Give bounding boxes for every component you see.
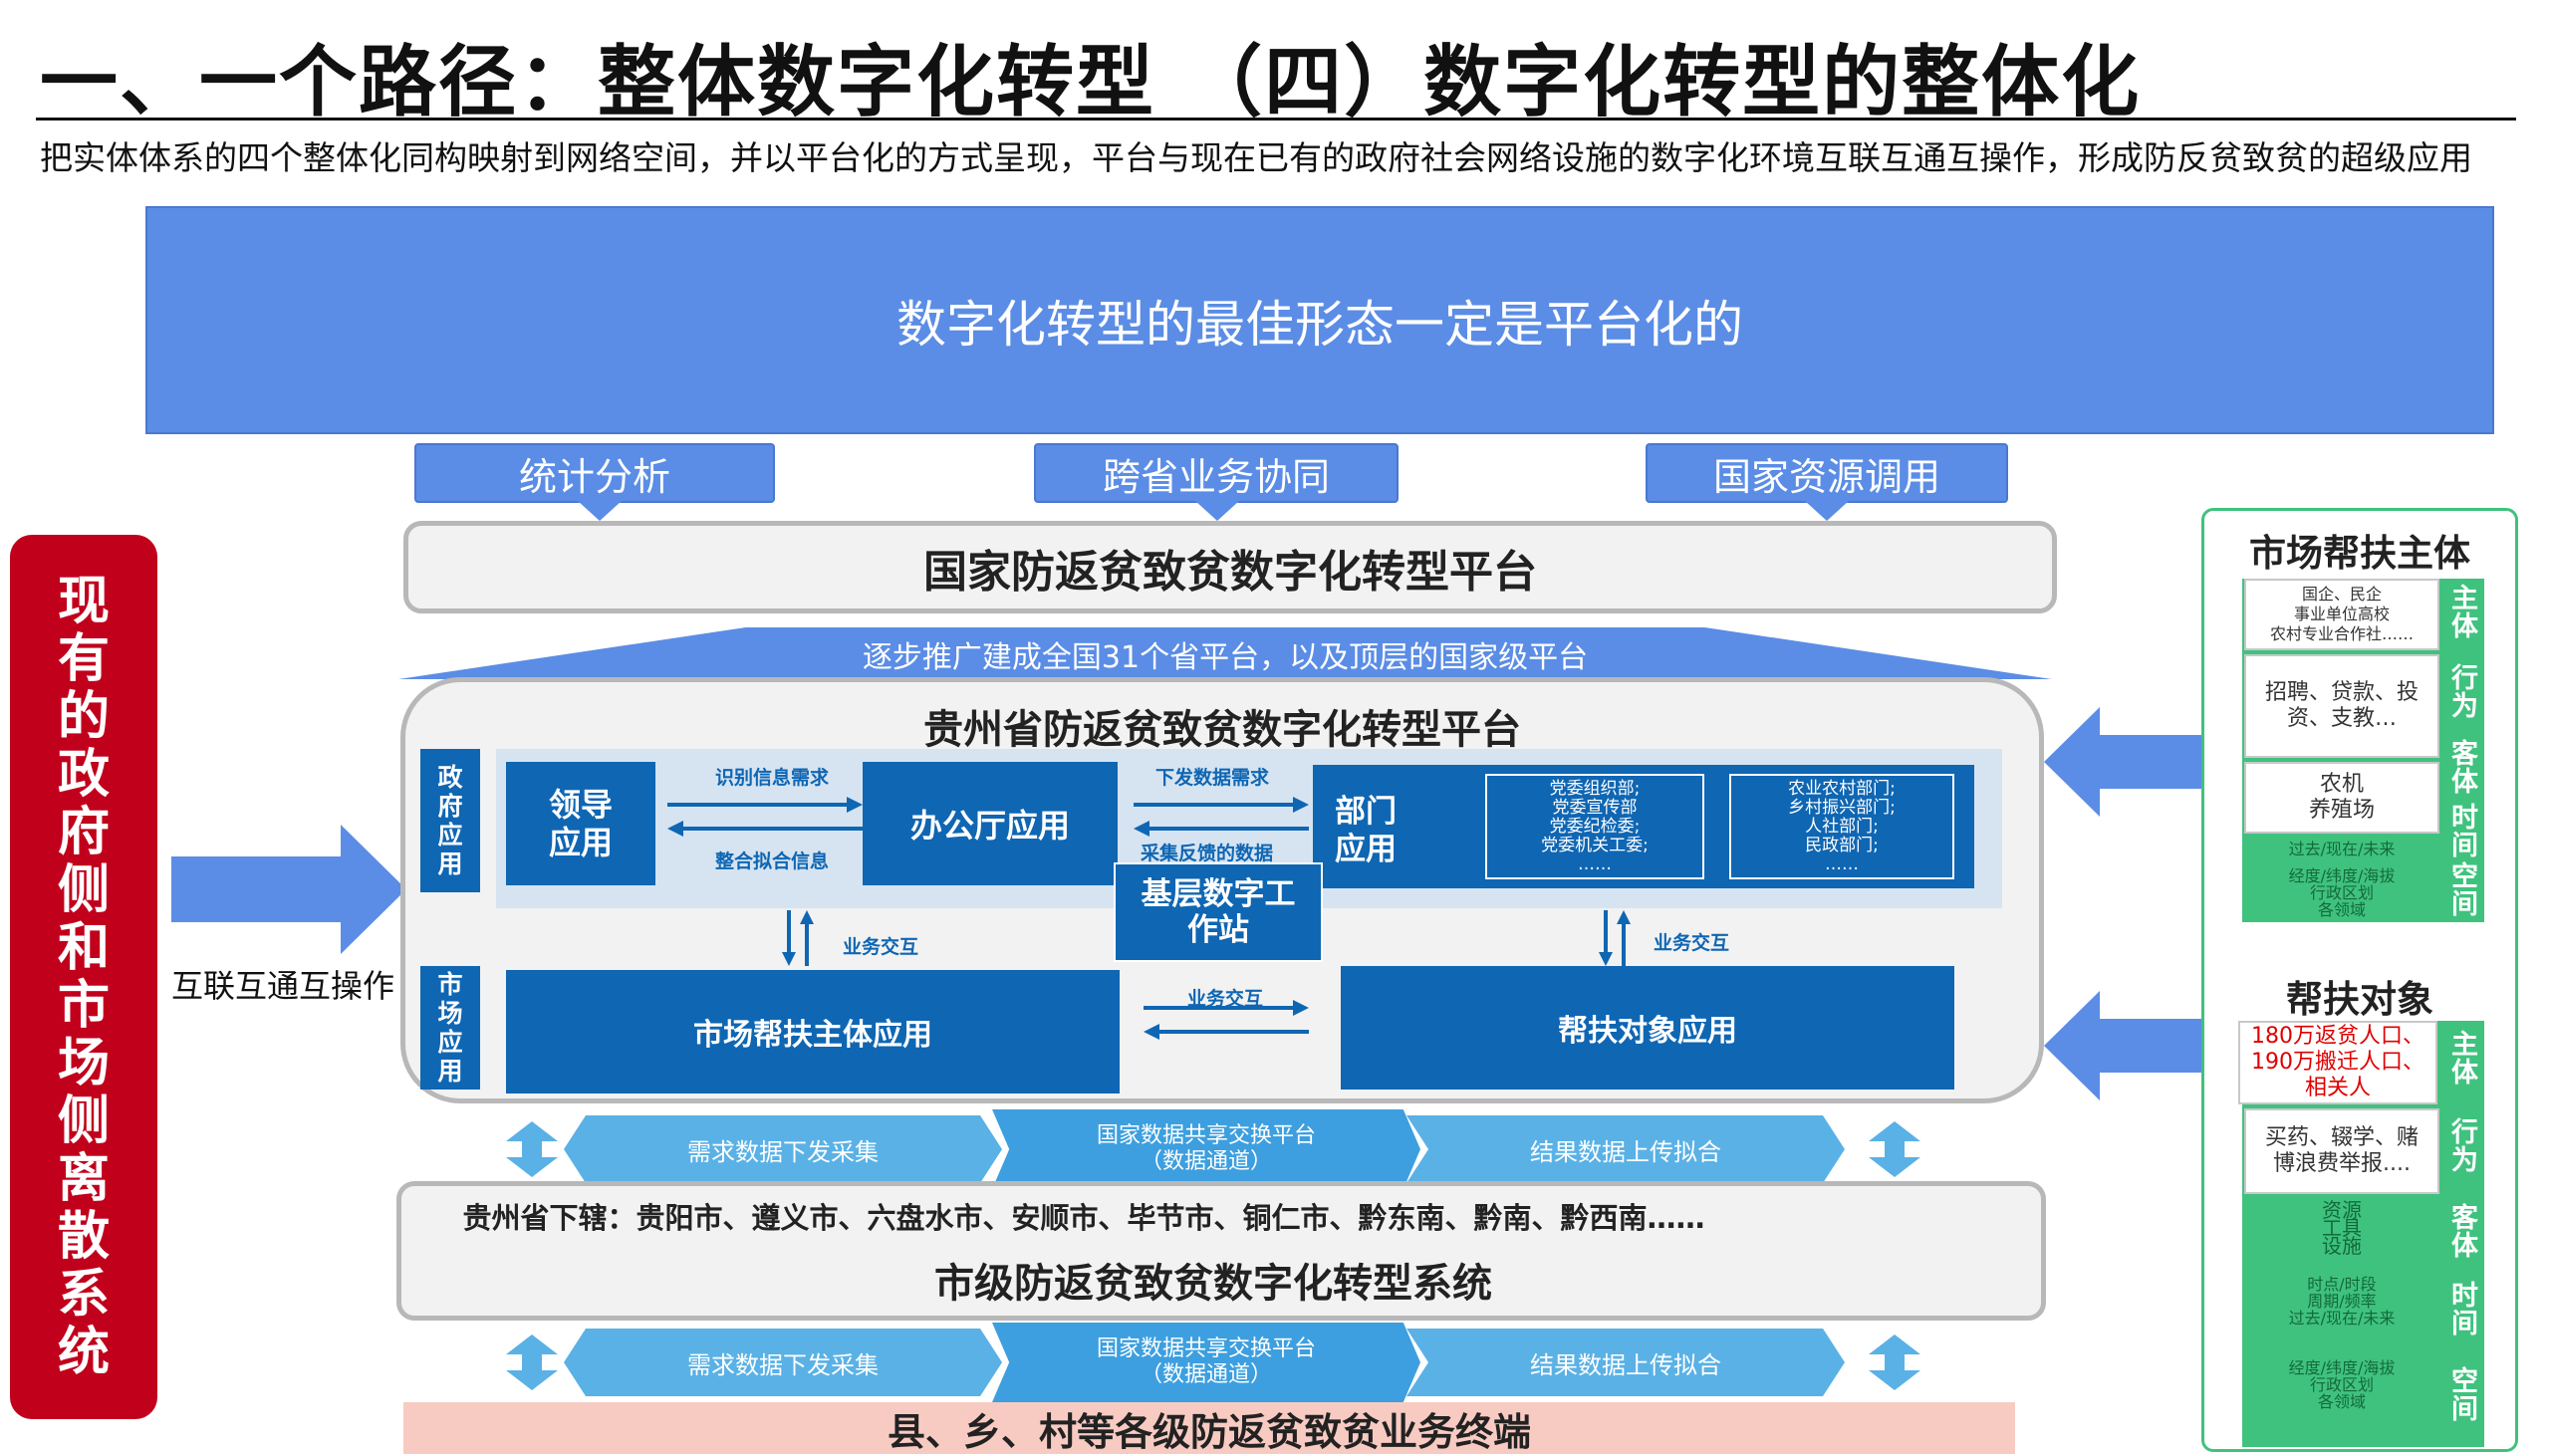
dept-list-gov: 农业农村部门; 乡村振兴部门; 人社部门; 民政部门; …… — [1729, 774, 1954, 879]
callout-statistics: 统计分析 — [414, 443, 775, 503]
biz-label-right: 业务交互 — [1654, 932, 1730, 954]
interop-arrow-left — [171, 825, 406, 954]
exchange2-platform-label: 国家数据共享交换平台 （数据通道） — [1096, 1336, 1316, 1387]
office-app[interactable]: 办公厅应用 — [863, 762, 1118, 885]
expansion-text: 逐步推广建成全国31个省平台，以及顶层的国家级平台 — [862, 640, 1589, 675]
target-app-label: 帮扶对象应用 — [1558, 1014, 1737, 1049]
market-tag-space: 空间 — [2447, 861, 2483, 921]
callout-national-resource-label: 国家资源调用 — [1712, 454, 1940, 499]
market-subject-title: 市场帮扶主体 — [2249, 532, 2470, 575]
platform-banner: 数字化转型的最佳形态一定是平台化的 — [145, 206, 2494, 434]
national-platform-box: 国家防返贫致贫数字化转型平台 — [403, 521, 2057, 613]
market-behavior-cell: 招聘、贷款、投资、支教… — [2244, 654, 2439, 758]
biz-arrows-left — [782, 910, 814, 966]
market-object-cell: 农机 养殖场 — [2244, 762, 2439, 834]
callout-national-resource-tail — [1805, 501, 1849, 521]
callout-cross-province-tail — [1195, 501, 1239, 521]
market-apps-label: 市场应用 — [420, 966, 480, 1090]
biz-arrows-mid — [1144, 1000, 1309, 1040]
issue-data-label: 下发数据需求 — [1155, 767, 1270, 789]
existing-systems-box: 现有的政府侧和市场侧离散系统 — [10, 535, 157, 1419]
interop-label: 互联互通互操作 — [171, 967, 395, 1005]
target-app[interactable]: 帮扶对象应用 — [1341, 966, 1954, 1090]
target-input-arrow — [2044, 991, 2201, 1100]
callout-cross-province: 跨省业务协同 — [1034, 443, 1399, 503]
biz-label-left: 业务交互 — [843, 936, 919, 958]
exchange1-platform-label: 国家数据共享交换平台 （数据通道） — [1096, 1123, 1316, 1174]
updown-arrow-right-2 — [1869, 1335, 1920, 1390]
identify-integrate-arrows — [667, 797, 863, 837]
grassroots-station[interactable]: 基层数字工作站 — [1114, 862, 1323, 962]
grassroots-station-label: 基层数字工作站 — [1141, 876, 1296, 948]
target-behavior-cell: 买药、辍学、赌博浪费举报.... — [2244, 1108, 2439, 1194]
market-subject-cell: 国企、民企 事业单位高校 农村专业合作社…… — [2244, 579, 2439, 650]
target-title: 帮扶对象 — [2286, 978, 2433, 1021]
target-tag-behavior: 行为 — [2447, 1114, 2483, 1180]
dept-app-label: 部门应用 — [1335, 794, 1397, 867]
city-system-title: 市级防返贫致贫数字化转型系统 — [934, 1261, 1492, 1307]
target-tag-object: 客体 — [2447, 1200, 2483, 1266]
existing-systems-text: 现有的政府侧和市场侧离散系统 — [57, 572, 110, 1382]
identify-info-label: 识别信息需求 — [715, 767, 830, 789]
leader-app[interactable]: 领导应用 — [506, 762, 655, 885]
updown-arrow-right-1 — [1869, 1121, 1920, 1177]
terminal-label: 县、乡、村等各级防返贫致贫业务终端 — [887, 1409, 1531, 1454]
national-platform-title: 国家防返贫致贫数字化转型平台 — [923, 546, 1537, 598]
callout-cross-province-label: 跨省业务协同 — [1102, 454, 1330, 499]
banner-text: 数字化转型的最佳形态一定是平台化的 — [896, 295, 1743, 354]
market-tag-behavior: 行为 — [2447, 660, 2483, 726]
exchange2-down-label: 需求数据下发采集 — [687, 1350, 879, 1379]
callout-statistics-label: 统计分析 — [518, 454, 670, 499]
gov-apps-label: 政府应用 — [420, 749, 480, 892]
market-input-arrow — [2044, 707, 2201, 817]
biz-label-mid: 业务交互 — [1187, 988, 1264, 1010]
exchange1-up-label: 结果数据上传拟合 — [1530, 1137, 1721, 1166]
exchange2-up: 结果数据上传拟合 — [1406, 1329, 1845, 1396]
target-subject-cell: 180万返贫人口、190万搬迁人口、相关人 — [2238, 1021, 2437, 1104]
page-title: 一、一个路径：整体数字化转型 （四）数字化转型的整体化 — [40, 38, 2142, 127]
market-tag-subject: 主体 — [2447, 581, 2483, 646]
issue-feedback-arrows — [1134, 797, 1309, 837]
integrate-info-label: 整合拟合信息 — [715, 850, 830, 872]
callout-national-resource: 国家资源调用 — [1646, 443, 2008, 503]
exchange1-up: 结果数据上传拟合 — [1406, 1115, 1845, 1183]
market-tag-time: 时间 — [2447, 800, 2483, 865]
market-time-strip: 过去/现在/未来 — [2244, 838, 2439, 859]
market-helper-app[interactable]: 市场帮扶主体应用 — [506, 970, 1120, 1093]
target-tag-subject: 主体 — [2447, 1027, 2483, 1092]
exchange2-down: 需求数据下发采集 — [564, 1329, 1002, 1396]
target-tag-time: 时间 — [2447, 1278, 2483, 1343]
market-space-strip: 经度/纬度/海拔 行政区划 各领域 — [2244, 863, 2439, 921]
office-app-label: 办公厅应用 — [909, 807, 1070, 845]
callout-statistics-tail — [578, 501, 622, 521]
leader-app-label: 领导应用 — [548, 786, 613, 861]
dept-app[interactable]: 部门应用 党委组织部; 党委宣传部 党委纪检委; 党委机关工委; …… 农业农村… — [1313, 765, 1974, 888]
exchange1-down: 需求数据下发采集 — [564, 1115, 1002, 1183]
exchange1-platform: 国家数据共享交换平台 （数据通道） — [992, 1109, 1420, 1189]
dept-list-party: 党委组织部; 党委宣传部 党委纪检委; 党委机关工委; …… — [1485, 774, 1704, 879]
terminal-bar: 县、乡、村等各级防返贫致贫业务终端 — [403, 1402, 2015, 1454]
page-subtitle: 把实体体系的四个整体化同构映射到网络空间，并以平台化的方式呈现，平台与现在已有的… — [40, 138, 2472, 177]
biz-arrows-right — [1599, 910, 1631, 966]
updown-arrow-left-1 — [506, 1121, 558, 1177]
feedback-data-label: 采集反馈的数据 — [1141, 843, 1274, 864]
city-list: 贵州省下辖：贵阳市、遵义市、六盘水市、安顺市、毕节市、铜仁市、黔东南、黔南、黔西… — [462, 1201, 1705, 1235]
exchange1-down-label: 需求数据下发采集 — [687, 1137, 879, 1166]
title-divider — [36, 118, 2516, 121]
exchange2-platform: 国家数据共享交换平台 （数据通道） — [992, 1323, 1420, 1402]
right-panel: 市场帮扶主体 国企、民企 事业单位高校 农村专业合作社…… 招聘、贷款、投资、支… — [2201, 508, 2518, 1452]
market-helper-app-label: 市场帮扶主体应用 — [693, 1018, 932, 1053]
city-system-box — [396, 1181, 2046, 1321]
target-time-strip: 时点/时段 周期/频率 过去/现在/未来 — [2244, 1262, 2439, 1339]
exchange2-up-label: 结果数据上传拟合 — [1530, 1350, 1721, 1379]
market-tag-object: 客体 — [2447, 736, 2483, 802]
updown-arrow-left-2 — [506, 1335, 558, 1390]
target-space-strip: 经度/纬度/海拔 行政区划 各领域 — [2244, 1345, 2439, 1423]
target-object-strip: 资源 工具 设施 — [2244, 1200, 2439, 1256]
target-tag-space: 空间 — [2447, 1363, 2483, 1429]
province-platform-title: 贵州省防返贫致贫数字化转型平台 — [923, 707, 1521, 753]
